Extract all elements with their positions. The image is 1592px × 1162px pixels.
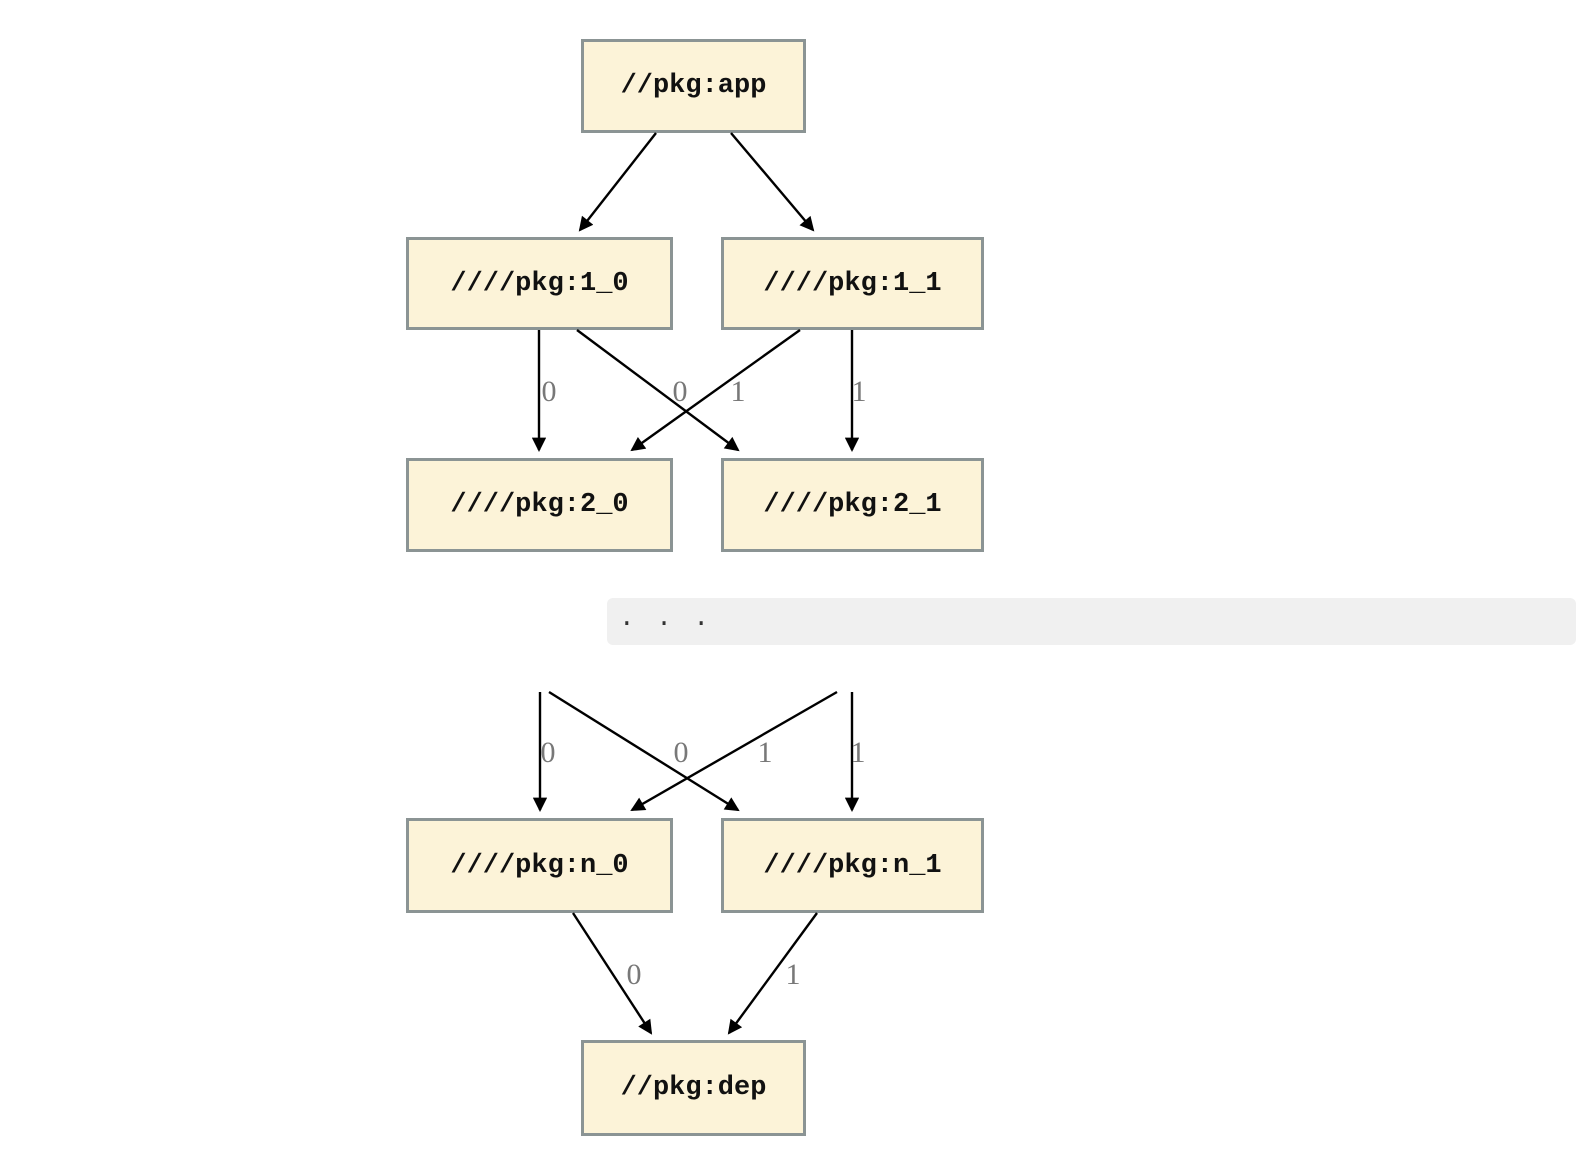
edge-elided-to-n_0-cross: [630, 690, 838, 812]
edge-n_1-to-dep: [727, 912, 818, 1035]
edge-label-n_1-to-dep: 1: [785, 958, 801, 991]
edge-label-elided-to-n_0-cross: 0: [673, 736, 689, 769]
edge-label-elided-to-n_0-left: 0: [540, 736, 556, 769]
graph-node-pkg-2-0: ////pkg:2_0: [406, 458, 673, 552]
graph-node-dep: //pkg:dep: [581, 1040, 806, 1136]
edge-label-elided-to-n_1-right: 1: [850, 736, 866, 769]
edge-label-elided-to-n_1-cross: 1: [757, 736, 773, 769]
edge-elided-to-n_1-cross: [548, 690, 740, 812]
edge-label-n_0-to-dep: 0: [626, 958, 642, 991]
edge-label-1_0-to-2_0: 0: [541, 375, 557, 408]
edge-app-to-1_0: [578, 132, 657, 232]
edge-1_0-to-2_1: [576, 329, 740, 452]
graph-node-pkg-2-1: ////pkg:2_1: [721, 458, 984, 552]
graph-node-pkg-n-1: ////pkg:n_1: [721, 818, 984, 913]
edge-app-to-1_1: [730, 132, 815, 232]
edge-label-1_1-to-2_0: 0: [672, 375, 688, 408]
graph-node-pkg-1-1: ////pkg:1_1: [721, 237, 984, 330]
elided-levels-bar: . . .: [607, 598, 1576, 645]
edge-label-1_1-to-2_1: 1: [851, 375, 867, 408]
edge-1_1-to-2_0: [630, 329, 801, 452]
edge-label-1_0-to-2_1: 1: [730, 375, 746, 408]
graph-node-pkg-1-0: ////pkg:1_0: [406, 237, 673, 330]
graph-node-pkg-n-0: ////pkg:n_0: [406, 818, 673, 913]
graph-node-app: //pkg:app: [581, 39, 806, 133]
